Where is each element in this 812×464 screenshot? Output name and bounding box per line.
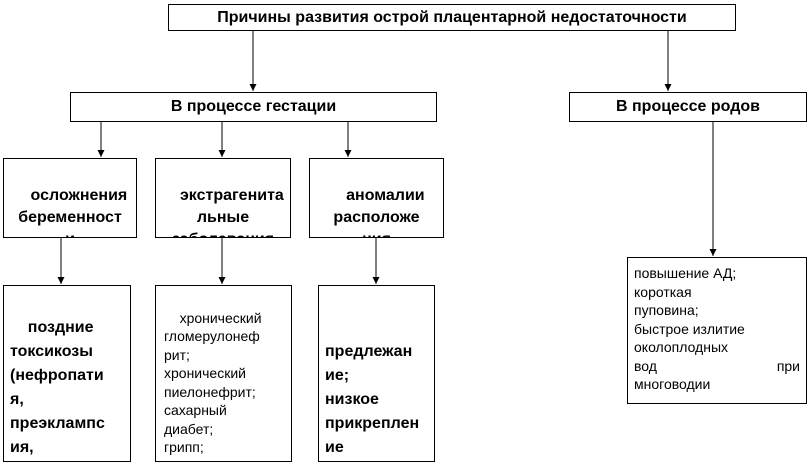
labor-label: В процессе родов — [616, 98, 760, 115]
labor-cause-line: быстрое излитие — [634, 320, 745, 337]
title-text: Причины развития острой плацентарной нед… — [217, 8, 687, 26]
labor-cause-line: короткая — [634, 283, 692, 300]
labor-cause-word: при — [776, 357, 800, 374]
labor-cause-line-justified: вод при — [634, 357, 800, 376]
title-box: Причины развития острой плацентарной нед… — [168, 4, 736, 31]
labor-cause-line: многоводии — [634, 376, 711, 392]
category-anomalies: аномалии расположе ния — [309, 158, 444, 238]
category-complications-text: осложнения беременност и — [18, 187, 128, 237]
category-extragenital-text: экстрагенита льные заболевания — [172, 187, 284, 237]
gestation-box: В процессе гестации — [70, 92, 437, 122]
leaf-placenta-position: предлежан ие; низкое прикреплен ие — [318, 285, 435, 462]
gestation-label: В процессе гестации — [170, 98, 337, 115]
category-complications: осложнения беременност и — [3, 158, 137, 238]
leaf-toxicosis: поздние токсикозы (нефропати я, преэклам… — [3, 285, 131, 462]
leaf-placenta-position-text: предлежан ие; низкое прикреплен ие — [325, 343, 420, 456]
labor-cause-line: повышение АД; — [634, 265, 737, 281]
labor-box: В процессе родов — [569, 92, 807, 122]
labor-cause-word: вод — [634, 357, 657, 374]
labor-cause-line: околоплодных — [634, 339, 729, 355]
leaf-extragenital-diseases: хронический гломерулонеф рит; хронически… — [155, 285, 292, 462]
leaf-labor-causes: повышение АД; короткая пуповина; быстрое… — [627, 257, 807, 404]
leaf-extragenital-diseases-text: хронический гломерулонеф рит; хронически… — [164, 309, 262, 462]
category-anomalies-text: аномалии расположе ния — [333, 187, 425, 237]
leaf-toxicosis-text: поздние токсикозы (нефропати я, преэклам… — [10, 319, 105, 456]
category-extragenital: экстрагенита льные заболевания — [155, 158, 291, 238]
labor-cause-line: пуповина; — [634, 302, 699, 318]
